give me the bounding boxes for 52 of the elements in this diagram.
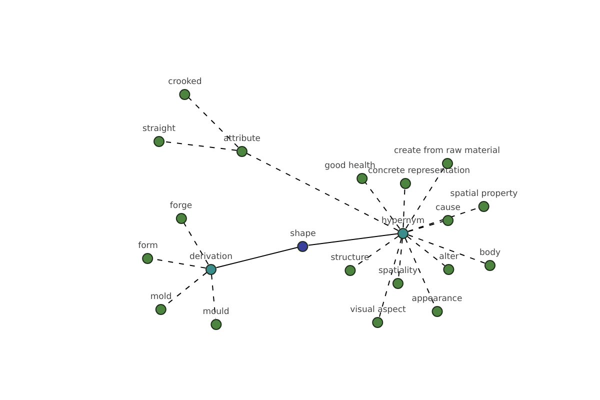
node-label: shape [290, 228, 316, 240]
node-label: form [138, 240, 158, 252]
dashed-connector [402, 188, 406, 228]
dashed-connector [183, 222, 209, 265]
node-label: visual aspect [350, 304, 406, 316]
dashed-connector [188, 97, 239, 148]
graph-node [436, 202, 460, 226]
node-label: appearance [412, 294, 462, 304]
graph-node [378, 266, 418, 288]
node-label: mold [150, 292, 172, 302]
dashed-connector [246, 153, 399, 231]
dashed-connector [408, 234, 486, 264]
dashed-connector [408, 221, 444, 232]
graph-node [142, 124, 176, 146]
graph-node [138, 240, 158, 264]
node-label: attribute [223, 134, 261, 144]
connector [216, 246, 298, 268]
node-label: derivation [190, 252, 232, 262]
graph-node [439, 252, 459, 274]
node-label: create from raw material [394, 146, 500, 156]
dashed-connector [405, 167, 445, 229]
node-label: spatiality [378, 266, 418, 276]
node-label: spatial property [450, 188, 518, 200]
dashed-connector [406, 236, 446, 266]
node-label: forge [170, 200, 192, 212]
graph-node [168, 76, 202, 100]
node-label: straight [142, 124, 176, 134]
graph-node [381, 216, 425, 238]
dashed-connector [398, 238, 403, 278]
graph-node [190, 252, 232, 274]
node-label: cause [436, 202, 460, 214]
connector [308, 233, 398, 246]
node-label: mould [202, 306, 230, 318]
graph-node [479, 248, 501, 270]
dashed-connector [378, 238, 402, 318]
graph-node [394, 146, 500, 168]
graph-node [290, 228, 316, 252]
dashed-connector [164, 141, 238, 151]
graph-node [150, 292, 172, 314]
graph-node [223, 134, 261, 156]
node-label: body [479, 248, 501, 258]
graph-node [412, 294, 462, 316]
graph-node [330, 252, 370, 276]
node-label: alter [439, 252, 459, 262]
dashed-connector [404, 238, 436, 306]
dashed-connector [364, 182, 400, 230]
graph-node [170, 200, 192, 224]
node-label: structure [330, 252, 370, 264]
node-label: crooked [168, 76, 202, 88]
node-label: hypernym [381, 216, 425, 226]
graph-node [350, 304, 406, 328]
graph-node [202, 306, 230, 330]
